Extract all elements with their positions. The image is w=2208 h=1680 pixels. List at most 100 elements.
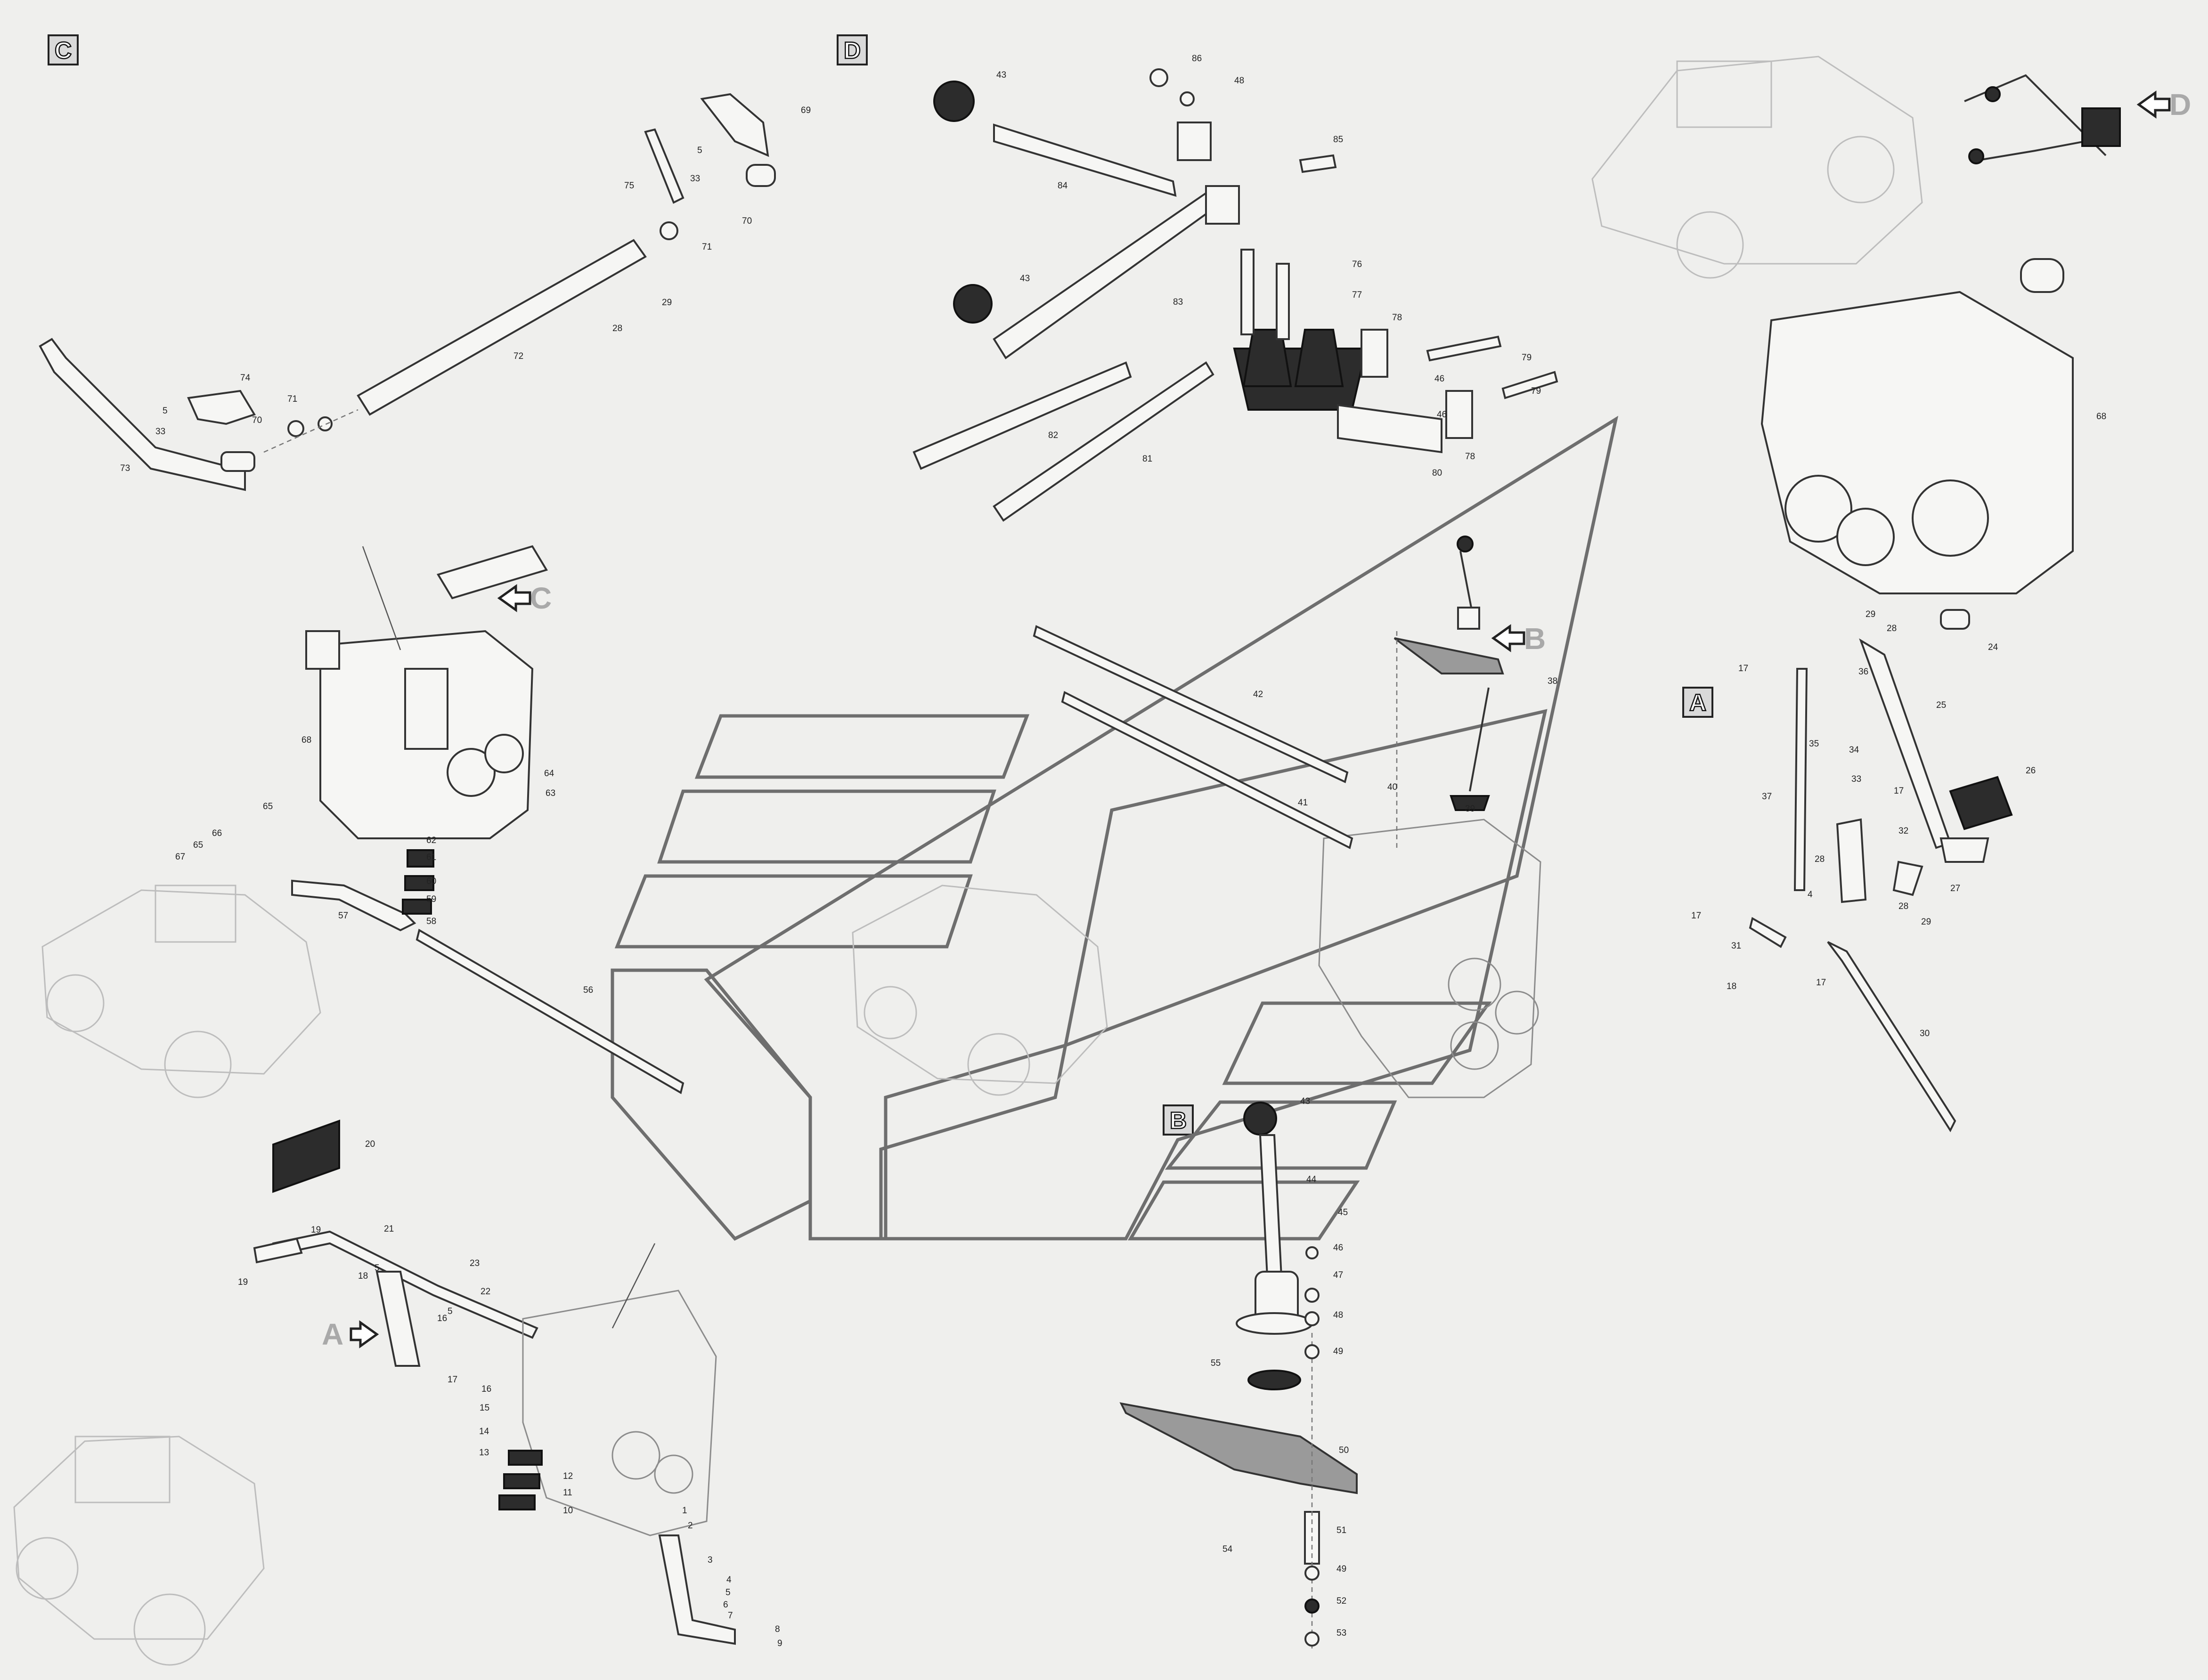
callout-bottom-left_group-17: 17: [448, 1375, 457, 1385]
callout-left-group-68: 68: [301, 735, 311, 745]
callout-c-group-70: 70: [252, 415, 262, 425]
section-box-c: [48, 34, 79, 65]
pedal-plate: [1939, 837, 1989, 863]
callout-bottom-left_group-16: 16: [481, 1384, 491, 1394]
boot-left: [1242, 329, 1292, 387]
bracket-69: [700, 93, 769, 157]
callout-bottom-left_group-21: 21: [384, 1224, 394, 1234]
view-marker-c: C: [497, 581, 552, 615]
tractor-outline-left: [41, 885, 321, 1098]
tractor-wheel-center-2: [967, 1033, 1030, 1096]
section-label-a: A: [1682, 687, 1713, 718]
plate-12: [508, 1450, 543, 1466]
chevron-bar-4: [611, 968, 812, 1241]
callout-left-group-61: 61: [426, 852, 436, 862]
callout-bottom-left_group-6: 6: [723, 1600, 728, 1610]
callout-bottom-left_group-5: 5: [448, 1307, 453, 1316]
marker-text-c: C: [530, 581, 552, 615]
boot-right: [1294, 329, 1344, 387]
section-label-b: B: [1163, 1104, 1194, 1136]
lever-hub: [220, 451, 255, 472]
gearbox-right: [1760, 74, 2121, 594]
callout-d-group-79: 79: [1522, 353, 1532, 363]
callout-left-group-64: 64: [544, 769, 554, 779]
washer-49: [1304, 1344, 1320, 1359]
callout-bottom-left_group-7: 7: [728, 1611, 733, 1621]
callout-bottom-left_group-12: 12: [563, 1471, 573, 1481]
marker-text-d: D: [2169, 88, 2191, 122]
tractor-wheel-tr-1: [1676, 211, 1744, 279]
tractor-outline-bottom-left: [13, 1436, 265, 1666]
rod-42-upper: [1033, 625, 1349, 783]
chevron-bar-5: [1222, 1001, 1492, 1085]
knob-b-small: [1457, 536, 1474, 552]
hose-57: [291, 879, 416, 932]
callout-right-group-26: 26: [2026, 766, 2036, 776]
callout-left-group-66: 66: [212, 828, 222, 838]
callout-right-group-34: 34: [1849, 745, 1859, 755]
rod-82: [913, 361, 1132, 470]
link-c-left: [436, 545, 548, 600]
callout-left-group-60: 60: [426, 877, 436, 886]
pipe-3: [658, 1534, 736, 1645]
tractor-wheel-tr-2: [1827, 136, 1895, 203]
callout-bottom-left_group-22: 22: [481, 1287, 490, 1297]
callout-right-group-37: 37: [1762, 792, 1772, 802]
callout-d-group-46: 46: [1434, 374, 1444, 384]
callout-bottom-center_group-46: 46: [1333, 1243, 1343, 1253]
center-port-3: [1495, 990, 1539, 1035]
lever-b-small: [1459, 551, 1473, 613]
callout-bottom-center_group-49: 49: [1333, 1347, 1343, 1356]
gearbox-right-port-2: [1836, 508, 1895, 566]
callout-left-group-57: 57: [338, 911, 348, 921]
bracket-a-ref: [375, 1271, 421, 1367]
tractor-cab-tr: [1676, 60, 1772, 128]
spring-75: [644, 128, 684, 204]
bolt-79-top: [1426, 335, 1502, 362]
tractor-cab-bl: [74, 1436, 171, 1503]
fork-38: [1393, 637, 1504, 674]
gearbox-port-2: [484, 734, 524, 773]
callout-bottom-left_group-1: 1: [682, 1506, 687, 1516]
callout-right-group-29: 29: [1921, 917, 1931, 927]
chevron-bar-2: [657, 789, 996, 864]
callout-d-group-79: 79: [1531, 386, 1541, 396]
gearbox-valve: [404, 668, 448, 750]
callout-right-group-36: 36: [1858, 667, 1868, 677]
lever-44: [1259, 1134, 1283, 1277]
bracket-27: [1892, 860, 1923, 896]
rod-81: [993, 361, 1214, 522]
tractor-outline-top-right: [1591, 56, 1923, 279]
callout-right-group-35: 35: [1809, 739, 1819, 749]
plate-78-top: [1361, 329, 1388, 378]
callout-d-group-78: 78: [1465, 452, 1475, 462]
callout-c-group-29: 29: [662, 298, 672, 308]
knob-43-mid: [953, 284, 993, 324]
lever-31: [1749, 917, 1787, 948]
boot-39: [1450, 795, 1490, 811]
callout-d-group-48: 48: [1234, 76, 1244, 86]
tractor-wheel-left-2: [164, 1031, 232, 1098]
callout-d-group-81: 81: [1142, 454, 1152, 464]
callout-bottom-center_group-54: 54: [1222, 1544, 1233, 1554]
gearbox-bottom-left: [522, 1290, 717, 1536]
gearbox-body-right: [1760, 291, 2074, 594]
callout-bottom-center_group-55: 55: [1211, 1358, 1221, 1368]
callout-bottom-left_group-20: 20: [365, 1139, 375, 1149]
callout-bottom-left_group-5: 5: [375, 1263, 380, 1273]
callout-c-group-69: 69: [801, 106, 811, 115]
tractor-cab-left: [155, 885, 236, 943]
callout-bottom-left_group-14: 14: [479, 1427, 489, 1437]
arrow-icon-d: [2136, 90, 2171, 119]
callout-bottom-center_group-44: 44: [1306, 1175, 1317, 1185]
callout-c-group-70: 70: [742, 216, 752, 226]
callout-bottom-left_group-11: 11: [563, 1488, 572, 1498]
callout-bottom-center_group-52: 52: [1336, 1596, 1346, 1606]
callout-d-group-86: 86: [1192, 54, 1202, 64]
callout-right-group-68: 68: [2096, 412, 2106, 422]
callout-bottom-left_group-23: 23: [470, 1258, 480, 1268]
bolt-79-bottom: [1501, 371, 1558, 399]
callout-left-group-59: 59: [426, 894, 436, 904]
callout-left-group-65: 65: [193, 840, 203, 850]
